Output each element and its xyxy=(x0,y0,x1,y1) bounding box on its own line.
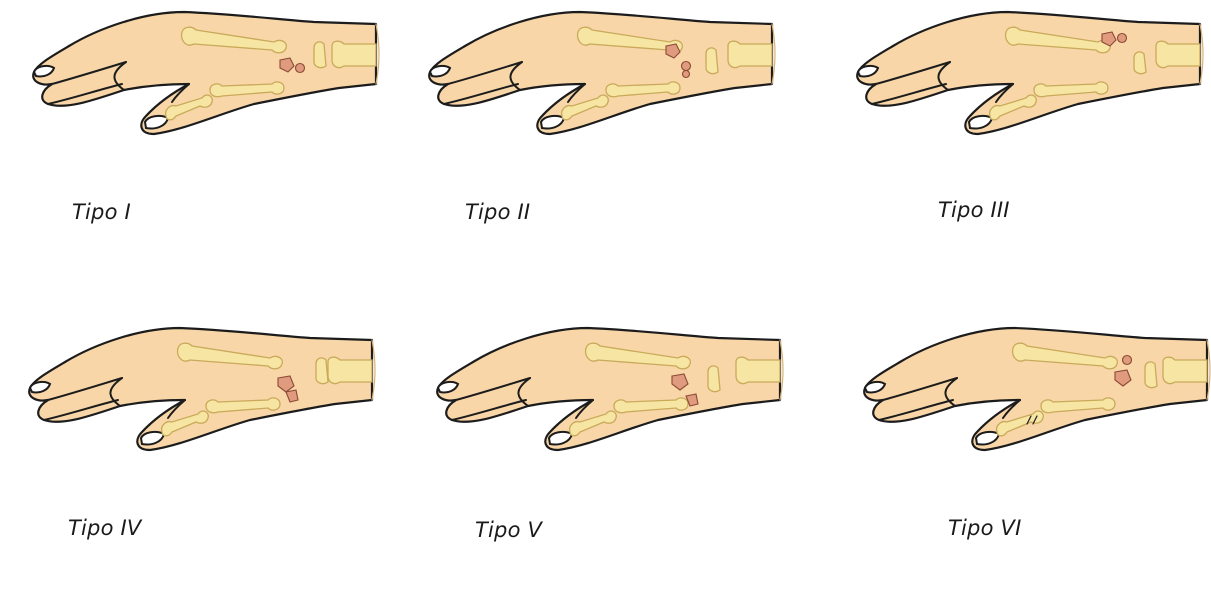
fracture-fragment xyxy=(683,71,690,78)
hand-illustration-tipo-4 xyxy=(10,322,410,482)
panel-tipo-2: Tipo II xyxy=(410,6,810,279)
fracture-fragment xyxy=(682,62,691,71)
hand-illustration-tipo-1 xyxy=(14,6,414,166)
panel-tipo-3: Tipo III xyxy=(838,6,1211,279)
fracture-fragment xyxy=(1118,34,1127,43)
hand-illustration-tipo-2 xyxy=(410,6,810,166)
panel-label: Tipo IV xyxy=(68,516,141,540)
panel-tipo-5: Tipo V xyxy=(418,322,818,595)
panel-tipo-4: Tipo IV xyxy=(10,322,410,595)
panel-label: Tipo VI xyxy=(948,516,1021,540)
panel-label: Tipo I xyxy=(72,200,131,224)
hand-illustration-tipo-5 xyxy=(418,322,818,482)
fracture-fragment xyxy=(296,64,305,73)
fracture-fragment xyxy=(1123,356,1132,365)
panel-label: Tipo III xyxy=(938,198,1010,222)
hand-illustration-tipo-6 xyxy=(845,322,1211,482)
panel-label: Tipo II xyxy=(465,200,530,224)
panel-label: Tipo V xyxy=(475,518,542,542)
hand-illustration-tipo-3 xyxy=(838,6,1211,166)
panel-tipo-6: Tipo VI xyxy=(845,322,1211,595)
panel-tipo-1: Tipo I xyxy=(14,6,414,279)
